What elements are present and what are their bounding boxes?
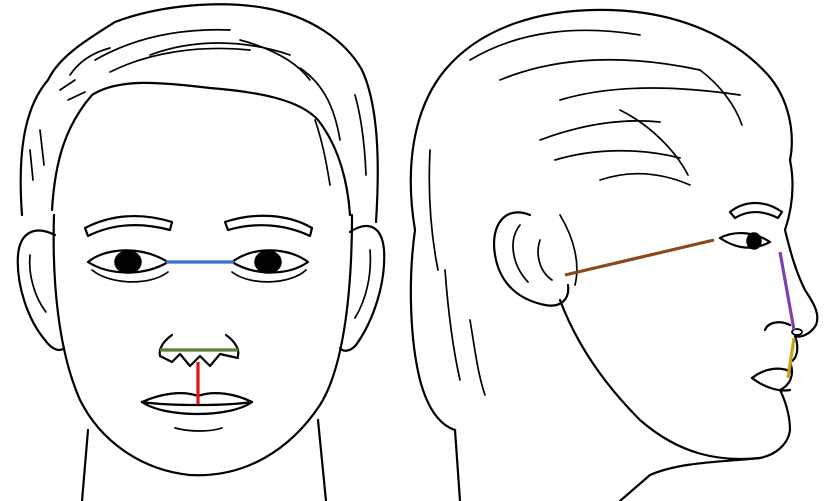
frontal-hair-outline bbox=[21, 4, 378, 222]
frontal-left-pupil bbox=[115, 251, 141, 273]
frontal-hair-strands bbox=[30, 30, 366, 185]
measurement-tragus-to-eye bbox=[565, 240, 714, 275]
profile-neck-back bbox=[455, 430, 460, 501]
frontal-nose-right-side bbox=[226, 335, 238, 356]
profile-back-of-head bbox=[411, 230, 455, 430]
frontal-face-view bbox=[18, 4, 384, 501]
measurement-nasal-dorsum bbox=[780, 252, 794, 330]
frontal-face-contour bbox=[54, 215, 352, 475]
frontal-left-ear bbox=[18, 231, 64, 350]
profile-jaw bbox=[560, 300, 760, 459]
profile-face-outline bbox=[620, 160, 817, 501]
profile-hair-outline bbox=[411, 10, 792, 230]
profile-pupil bbox=[747, 233, 761, 249]
frontal-right-pupil bbox=[255, 251, 281, 273]
profile-face-view bbox=[411, 10, 818, 501]
frontal-hairline bbox=[52, 83, 350, 215]
profile-hair-strands bbox=[429, 30, 742, 395]
profile-eye bbox=[720, 233, 770, 248]
frontal-nose-left-side bbox=[160, 335, 172, 356]
profile-upper-lip bbox=[752, 369, 792, 378]
profile-nostril bbox=[765, 322, 790, 330]
profile-eyebrow bbox=[730, 203, 782, 218]
frontal-neck-right bbox=[318, 420, 326, 501]
profile-ear bbox=[494, 212, 568, 305]
frontal-right-ear bbox=[340, 226, 384, 351]
frontal-left-eyebrow bbox=[85, 216, 172, 236]
frontal-right-eyebrow bbox=[225, 216, 312, 236]
frontal-neck-left bbox=[82, 430, 88, 501]
